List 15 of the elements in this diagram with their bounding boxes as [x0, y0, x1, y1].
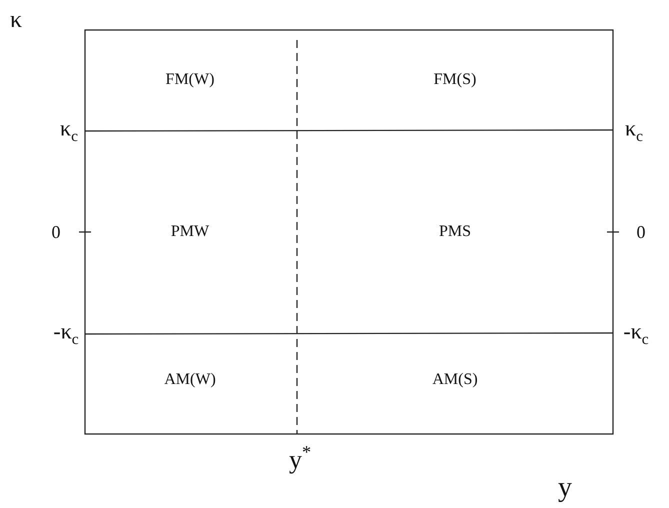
region-label: FM(W)	[166, 72, 214, 88]
tick-label: 0	[636, 223, 646, 241]
axis-label: y	[558, 474, 572, 502]
region-label: PMS	[438, 224, 472, 240]
tick-label: -κ$_{c}$	[53, 320, 79, 348]
tick-label: y$^{*}$	[288, 443, 312, 473]
tick-label: κ$_{c}$	[60, 118, 78, 144]
tick-label: 0	[52, 223, 60, 241]
region-label: AM(S)	[432, 372, 478, 388]
region-label: FM(S)	[434, 72, 476, 88]
tick-label: κ$_{c}$	[625, 118, 643, 144]
tick-label: -κ$_{c}$	[623, 320, 649, 348]
region-label: PMW	[170, 224, 210, 240]
region-label: AM(W)	[164, 372, 216, 388]
axis-label: κ	[10, 8, 22, 32]
